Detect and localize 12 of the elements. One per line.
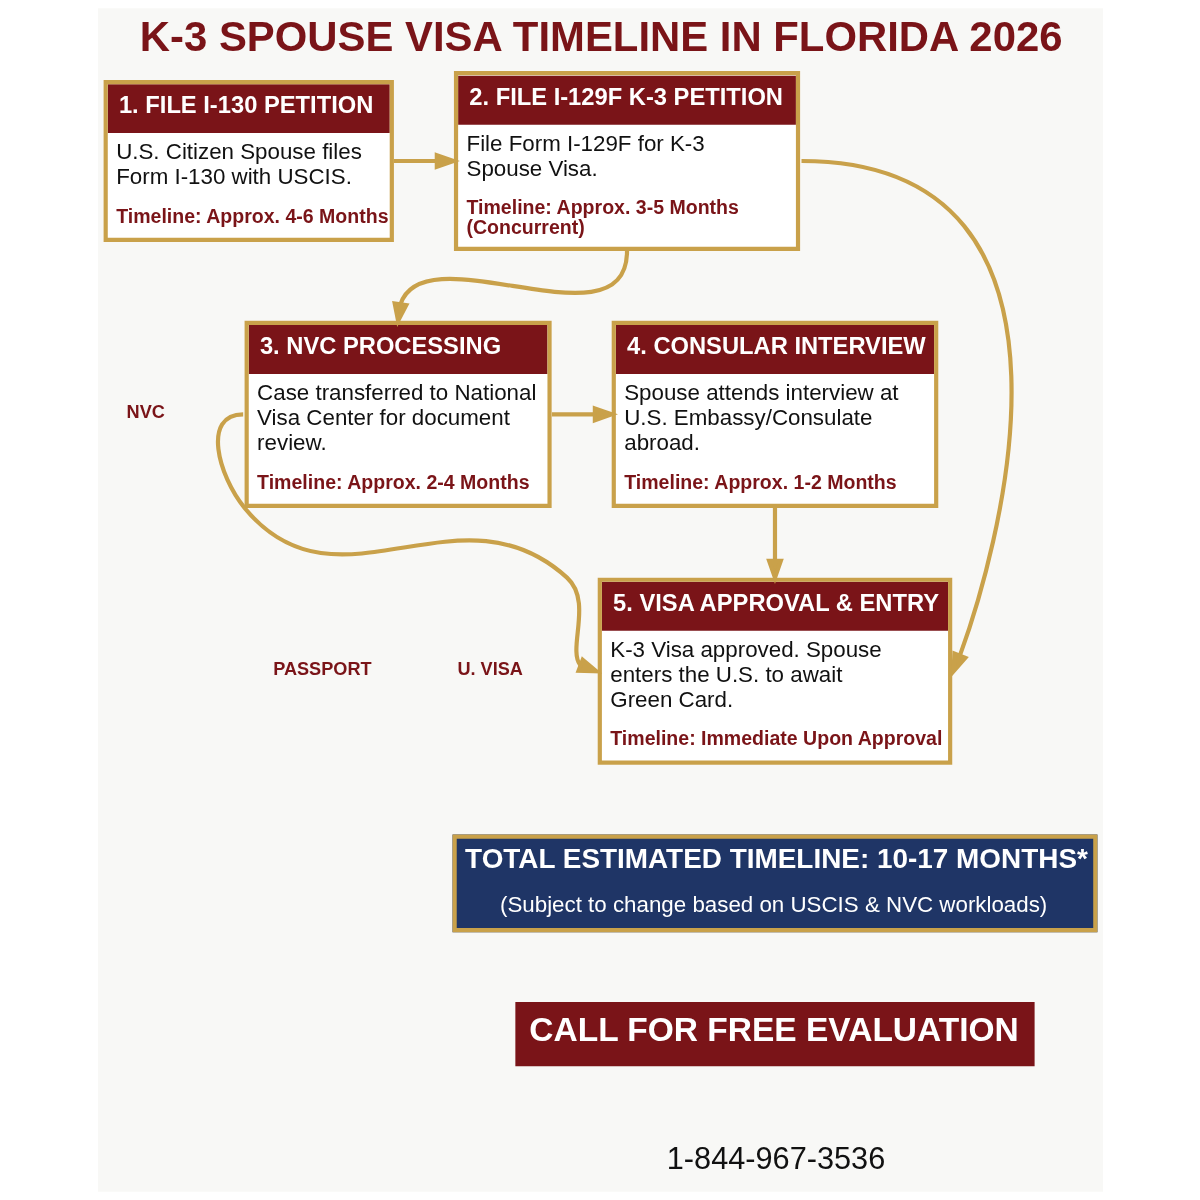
arrow [551,405,618,424]
label: U. VISA [456,658,523,679]
diagram-title: K-3 SPOUSE VISA TIMELINE IN FLORIDA 2026 [139,13,1062,61]
label: PASSPORT [272,658,372,679]
arrow [765,507,784,584]
arrow [391,250,629,328]
label: NVC [126,401,165,422]
arrow [393,152,460,170]
arrow [800,158,1013,678]
node-box: CALL FOR FREE EVALUATION [514,1002,1035,1067]
label: 1-844-967-3536 [666,1140,885,1176]
arrow [215,412,602,674]
